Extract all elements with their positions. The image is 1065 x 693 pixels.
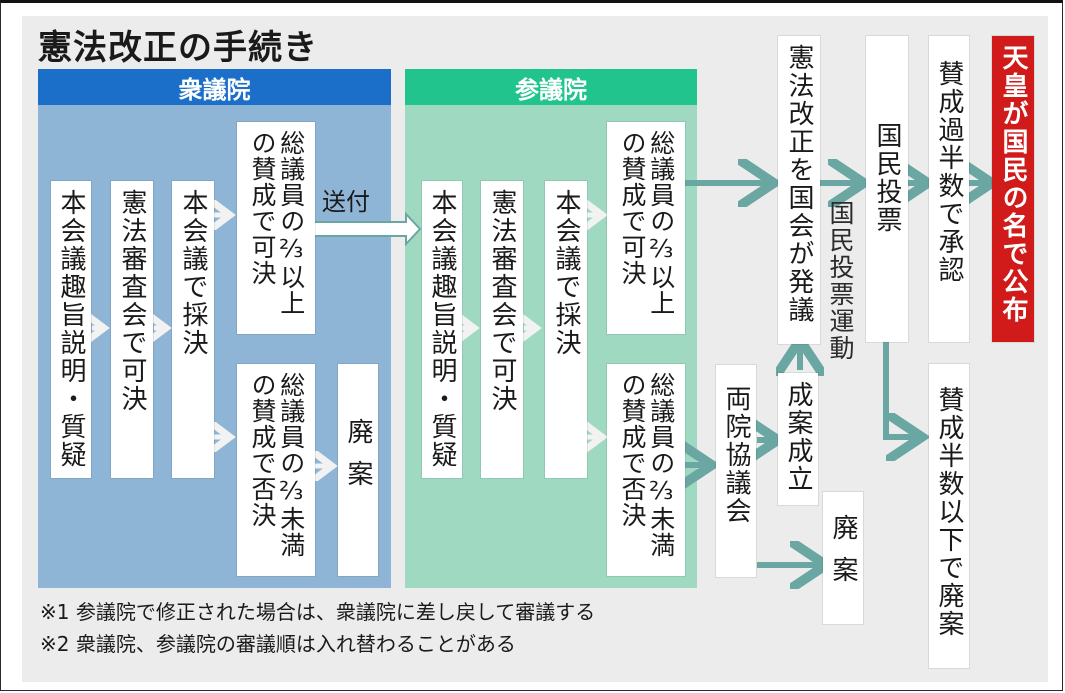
shugiin-explain-box: 本会議趣旨説明・質疑 bbox=[51, 181, 91, 478]
sangiin-plenary-box: 本会議で採決 bbox=[545, 181, 587, 478]
scrap2-box: 廃案 bbox=[823, 492, 863, 624]
referendum-campaign-label: 国民投票運動 bbox=[826, 200, 855, 362]
diet-initiates-text: 憲法改正を国会が発議 bbox=[784, 44, 814, 324]
sangiin-reject-text: 総議員の⅔未満の賛成で否決 bbox=[618, 372, 676, 558]
joint-committee-box: 両院協議会 bbox=[716, 365, 756, 577]
sangiin-explain-box: 本会議趣旨説明・質疑 bbox=[422, 181, 462, 478]
referendum-text: 国民投票 bbox=[872, 122, 902, 234]
emperor-promulgates-box: 天皇が国民の名で公布 bbox=[992, 36, 1034, 342]
send-label: 送付 bbox=[322, 188, 370, 216]
shugiin-pass-box: 総議員の⅔以上の賛成で可決 bbox=[237, 122, 315, 334]
shugiin-pass-text: 総議員の⅔以上の賛成で可決 bbox=[248, 130, 306, 316]
shugiin-section bbox=[38, 105, 391, 588]
majority-fail-box: 賛成半数以下で廃案 bbox=[929, 364, 969, 668]
sangiin-pass-text: 総議員の⅔以上の賛成で可決 bbox=[618, 130, 676, 316]
majority-approve-text: 賛成過半数で承認 bbox=[934, 60, 964, 284]
shugiin-scrap-text: 廃案 bbox=[343, 418, 373, 502]
sangiin-committee-box: 憲法審査会で可決 bbox=[481, 181, 523, 478]
sangiin-plenary-text: 本会議で採決 bbox=[551, 189, 581, 357]
shugiin-scrap-box: 廃案 bbox=[338, 364, 378, 576]
referendum-campaign-text: 国民投票運動 bbox=[826, 200, 855, 362]
shugiin-plenary-box: 本会議で採決 bbox=[172, 181, 214, 478]
majority-approve-box: 賛成過半数で承認 bbox=[929, 36, 969, 342]
shugiin-header: 衆議院 bbox=[38, 69, 391, 105]
plan-established-box: 成案成立 bbox=[778, 373, 818, 505]
diagram-title: 憲法改正の手続き bbox=[38, 28, 318, 68]
shugiin-committee-text: 憲法審査会で可決 bbox=[117, 189, 147, 413]
emperor-promulgates-text: 天皇が国民の名で公布 bbox=[998, 44, 1028, 324]
joint-committee-text: 両院協議会 bbox=[721, 385, 751, 525]
shugiin-reject-box: 総議員の⅔未満の賛成で否決 bbox=[237, 364, 315, 576]
shugiin-committee-box: 憲法審査会で可決 bbox=[111, 181, 153, 478]
diet-initiates-box: 憲法改正を国会が発議 bbox=[778, 36, 820, 344]
shugiin-reject-text: 総議員の⅔未満の賛成で否決 bbox=[248, 372, 306, 558]
majority-fail-text: 賛成半数以下で廃案 bbox=[934, 386, 964, 638]
note-2: ※2 衆議院、参議院の審議順は入れ替わることがある bbox=[40, 632, 516, 656]
sangiin-reject-box: 総議員の⅔未満の賛成で否決 bbox=[607, 364, 685, 576]
sangiin-committee-text: 憲法審査会で可決 bbox=[487, 189, 517, 413]
note-1: ※1 参議院で修正された場合は、衆議院に差し戻して審議する bbox=[40, 600, 596, 624]
sangiin-header: 参議院 bbox=[405, 69, 697, 105]
send-arrow bbox=[313, 211, 422, 247]
sangiin-pass-box: 総議員の⅔以上の賛成で可決 bbox=[607, 122, 685, 334]
sangiin-explain-text: 本会議趣旨説明・質疑 bbox=[427, 189, 457, 469]
scrap2-text: 廃案 bbox=[828, 514, 858, 598]
sangiin-header-label: 参議院 bbox=[515, 75, 587, 104]
referendum-box: 国民投票 bbox=[866, 36, 908, 342]
shugiin-explain-text: 本会議趣旨説明・質疑 bbox=[56, 189, 86, 469]
shugiin-plenary-text: 本会議で採決 bbox=[178, 189, 208, 357]
arrow-referendum-to-fail bbox=[883, 342, 916, 437]
plan-established-text: 成案成立 bbox=[783, 381, 813, 493]
shugiin-header-label: 衆議院 bbox=[178, 75, 251, 104]
